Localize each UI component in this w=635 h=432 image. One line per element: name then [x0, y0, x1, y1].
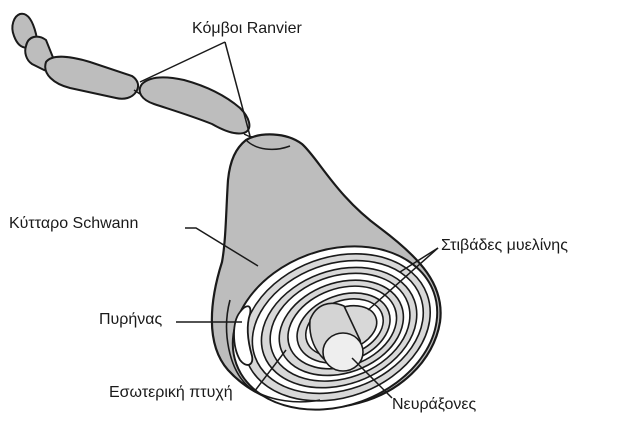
axon-segment-3: [140, 77, 250, 133]
axon-segment-2: [45, 57, 138, 99]
label-schwann-cell: Κύτταρο Schwann: [9, 215, 138, 233]
label-myelin-layers: Στιβάδες μυελίνης: [441, 237, 568, 255]
label-nodes-of-ranvier: Κόμβοι Ranvier: [192, 20, 302, 38]
axon-end-face: [323, 333, 363, 371]
label-axon: Νευράξονες: [392, 396, 476, 414]
label-inner-fold: Εσωτερική πτυχή: [109, 384, 233, 402]
label-nucleus: Πυρήνας: [99, 311, 162, 329]
